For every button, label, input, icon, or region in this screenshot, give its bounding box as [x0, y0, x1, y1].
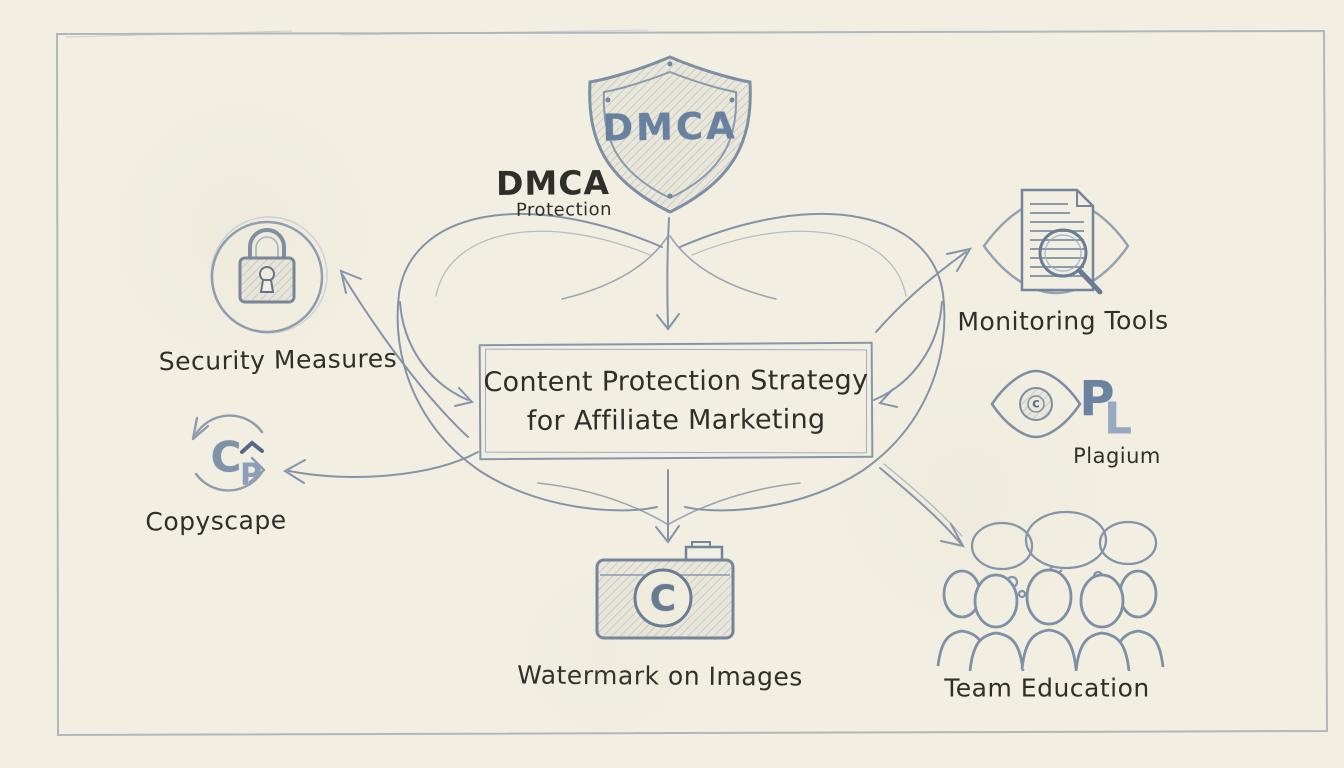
center-box-line2: for Affiliate Marketing: [526, 404, 826, 437]
plagium-eye-mark: c: [1032, 396, 1040, 412]
dmca-shield-text: DMCA: [601, 104, 739, 150]
plagium-eye-icon: [990, 369, 1082, 439]
connector-arrows: [283, 212, 973, 548]
team-education-label: Team Education: [944, 673, 1150, 703]
dmca-label-title: DMCA: [495, 163, 611, 203]
security-lock-icon: [210, 216, 328, 334]
center-strategy-box: Content Protection Strategy for Affiliat…: [478, 341, 874, 461]
watermark-camera-icon: [595, 541, 735, 640]
copyscape-monogram-p: P: [240, 457, 262, 493]
security-measures-label: Security Measures: [158, 343, 398, 377]
watermark-label: Watermark on Images: [517, 660, 803, 692]
plagium-monogram-l: L: [1103, 393, 1133, 445]
copyscape-icon: [191, 414, 266, 492]
plagium-label: Plagium: [1073, 444, 1161, 468]
copyscape-monogram-c: C: [210, 432, 242, 482]
monitoring-tools-icon: [982, 188, 1130, 295]
plagium-monogram-p: P: [1079, 371, 1115, 427]
dmca-shield-icon: [588, 55, 752, 214]
team-education-icon: [936, 510, 1165, 672]
copyscape-label: Copyscape: [145, 505, 287, 537]
camera-copyright-mark: C: [649, 578, 677, 620]
page-border: [55, 29, 1329, 737]
monitoring-tools-label: Monitoring Tools: [957, 305, 1169, 337]
center-box-text: Content Protection Strategy for Affiliat…: [483, 361, 868, 442]
dmca-label-subtitle: Protection: [515, 199, 613, 221]
center-box-line1: Content Protection Strategy: [483, 364, 869, 399]
